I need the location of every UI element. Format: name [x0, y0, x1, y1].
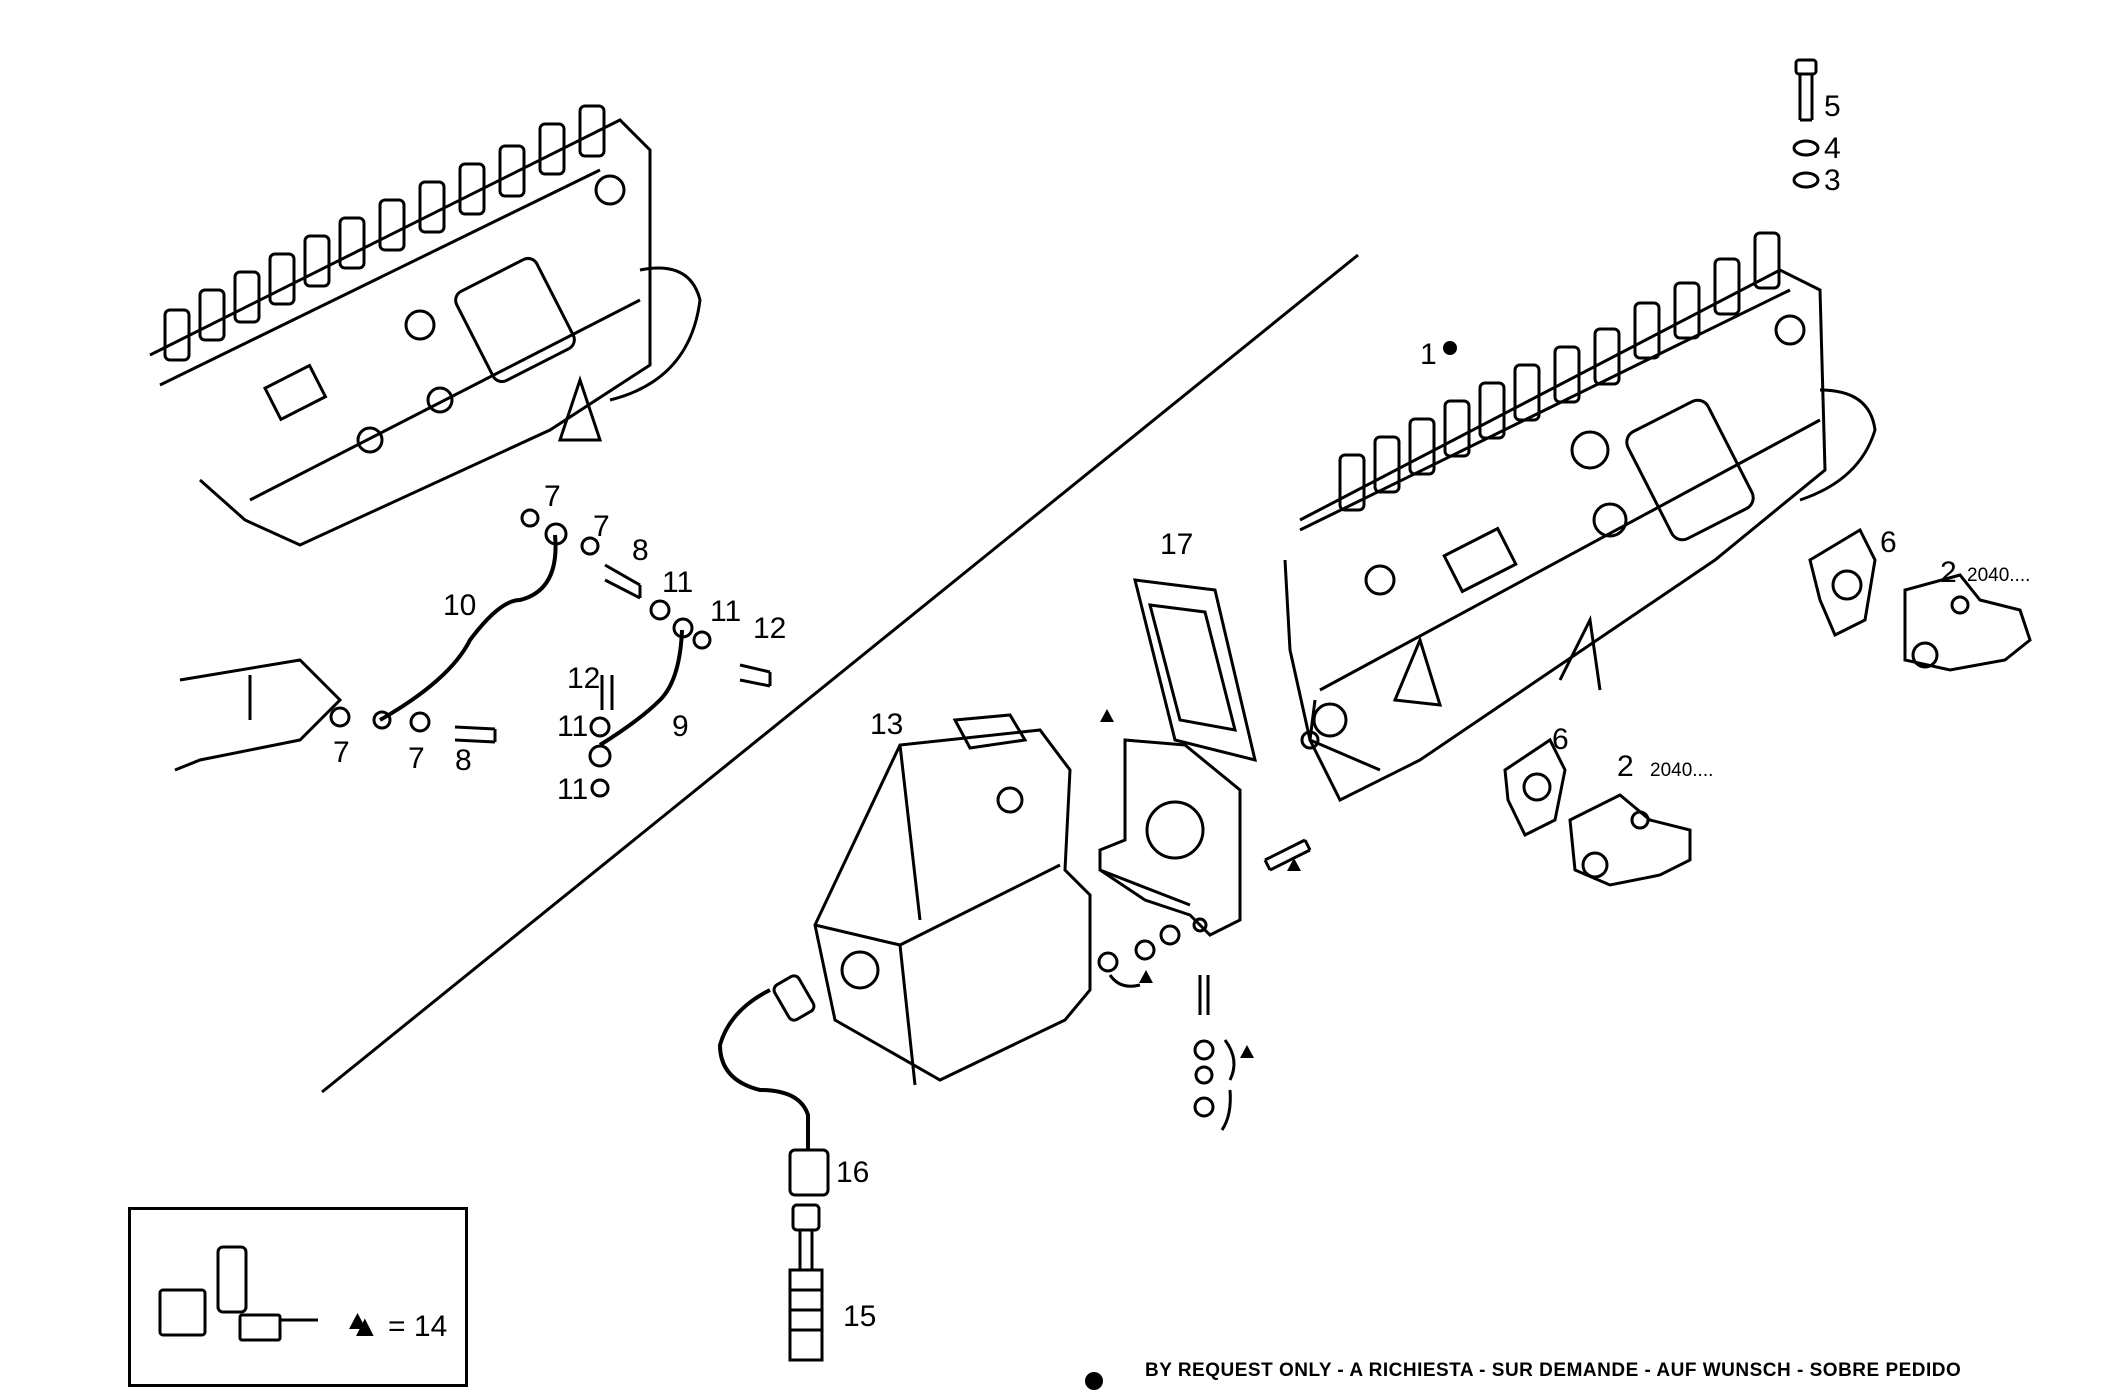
footer-dot — [1085, 1372, 1103, 1390]
pipe-9 — [598, 617, 694, 747]
coupling-2-lower — [1568, 793, 1692, 887]
stud-dowel — [1263, 838, 1312, 872]
callout-16: 16 — [836, 1156, 870, 1189]
callout-11: 11 — [662, 566, 694, 599]
callout-7: 7 — [544, 480, 561, 513]
by-request-dot — [1443, 341, 1457, 355]
gasket-17 — [1133, 578, 1258, 763]
loctite-products-sketch — [158, 1245, 318, 1342]
gasket-6-lower — [1503, 737, 1567, 838]
callout-15: 15 — [843, 1300, 877, 1333]
callout-11: 11 — [557, 773, 589, 806]
callout-11: 11 — [710, 595, 742, 628]
callout-3: 3 — [1824, 164, 1841, 197]
nuts-washers-bracket — [1097, 924, 1236, 1131]
legend-text: ▲ = 14 — [350, 1310, 448, 1343]
callout-7: 7 — [593, 510, 610, 543]
callout-7: 7 — [408, 742, 425, 775]
callout-8: 8 — [455, 744, 472, 777]
bolt-5 — [1794, 58, 1818, 122]
callout-17: 17 — [1160, 528, 1194, 561]
callout-2-sub: 2040.... — [1650, 760, 1714, 781]
callout-7: 7 — [333, 736, 350, 769]
callout-13: 13 — [870, 708, 904, 741]
footer-note: BY REQUEST ONLY - A RICHIESTA - SUR DEMA… — [1145, 1360, 1962, 1381]
triangle-markers — [349, 709, 1301, 1329]
divider-line — [321, 253, 1359, 1094]
actuator-13 — [813, 713, 1092, 1086]
callout-6: 6 — [1552, 723, 1569, 756]
banjo-bolts-left — [454, 563, 772, 744]
callout-2-sub: 2040.... — [1967, 565, 2031, 586]
callout-4: 4 — [1824, 132, 1841, 165]
injection-pump-right — [1283, 231, 1877, 803]
pipe-10 — [372, 522, 568, 730]
washer-4 — [1792, 139, 1820, 157]
sensor-15 — [788, 1203, 824, 1362]
callout-12: 12 — [753, 612, 787, 645]
callout-12: 12 — [567, 662, 601, 695]
callout-9: 9 — [672, 710, 689, 743]
legend-box — [128, 1207, 468, 1387]
coupling-2-upper — [1903, 573, 2032, 672]
callout-10: 10 — [443, 589, 477, 622]
injection-pump-left — [149, 104, 702, 772]
callout-11: 11 — [557, 710, 589, 743]
pump-elements-left — [163, 104, 606, 362]
callout-1: 1 — [1420, 338, 1437, 371]
pump-elements-right — [1338, 231, 1781, 512]
callout-8: 8 — [632, 534, 649, 567]
cable-16 — [717, 974, 830, 1197]
callout-6: 6 — [1880, 526, 1897, 559]
small-washers-left — [329, 508, 712, 798]
callout-2: 2 — [1940, 556, 1957, 589]
washer-3 — [1792, 171, 1820, 189]
gasket-6-upper — [1808, 527, 1877, 638]
callout-2: 2 — [1617, 750, 1634, 783]
callout-5: 5 — [1824, 90, 1841, 123]
adapter-bracket — [1098, 738, 1242, 937]
